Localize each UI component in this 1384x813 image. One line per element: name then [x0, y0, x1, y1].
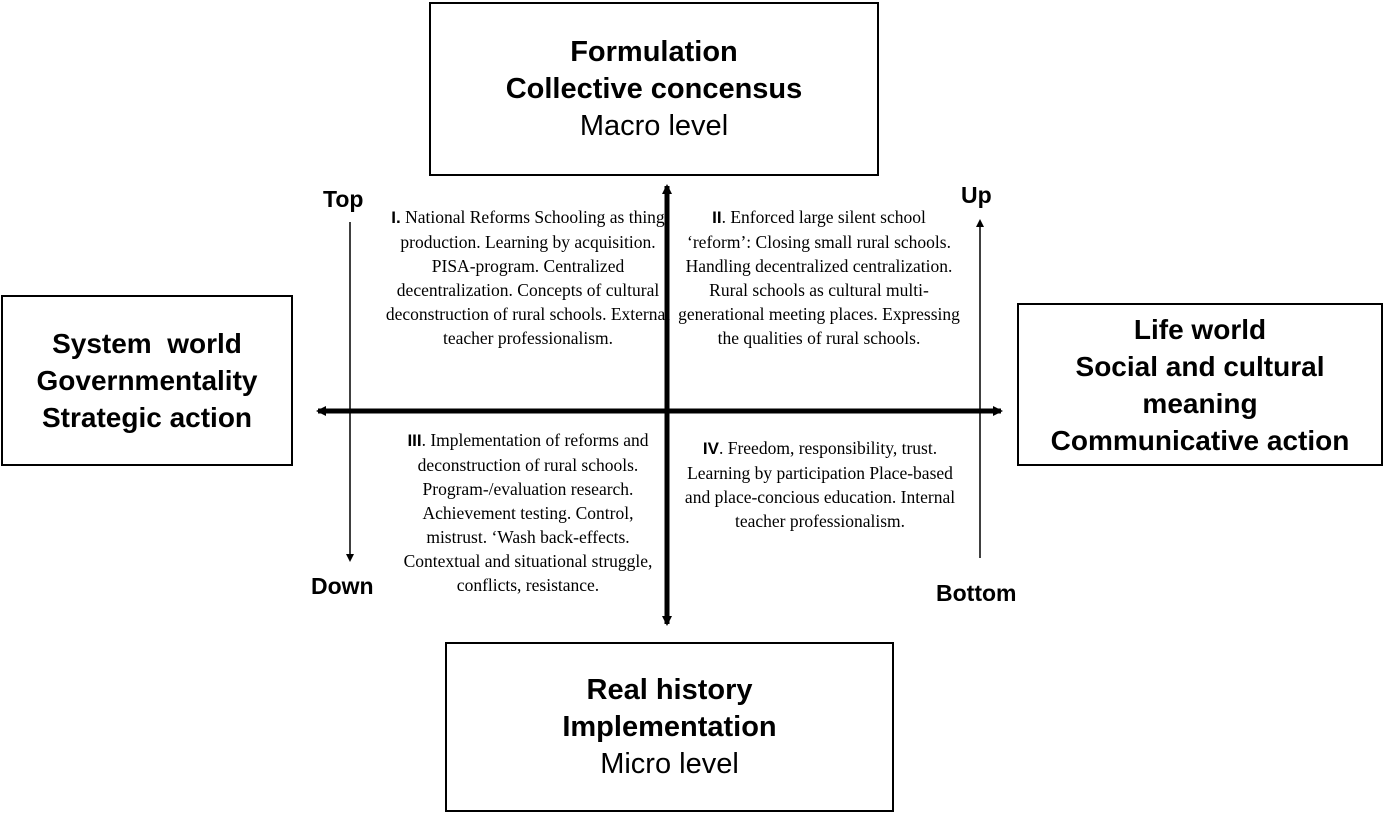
communicative-action-title: Communicative action [1050, 424, 1350, 456]
micro-level-label: Micro level [600, 747, 739, 780]
collective-consensus-title: Collective concensus [505, 72, 803, 105]
axis-label-top: Top [323, 186, 364, 212]
life-world-title: Life world [1133, 313, 1267, 345]
quadrant-1-text: I. National Reforms Schooling as thing p… [383, 205, 673, 350]
quadrant-3-number: III [407, 431, 422, 450]
quadrant-3-text: III. Implementation of reforms and decon… [392, 428, 664, 597]
quadrant-2-text: II. Enforced large silent school ‘reform… [678, 205, 960, 350]
real-history-box: Real history Implementation Micro level [445, 642, 894, 812]
system-world-title: System world [52, 328, 242, 359]
quadrant-4-text: IV. Freedom, responsibility, trust. Lear… [680, 436, 960, 533]
quadrant-3-body: . Implementation of reforms and deconstr… [403, 430, 653, 595]
axis-label-down: Down [311, 573, 374, 599]
meaning-title: meaning [1142, 387, 1258, 419]
axis-label-bottom: Bottom [936, 580, 1017, 606]
governmentality-title: Governmentality [36, 365, 258, 396]
strategic-action-title: Strategic action [41, 402, 253, 433]
formulation-title: Formulation [570, 35, 738, 68]
macro-level-label: Macro level [579, 109, 729, 142]
social-cultural-title: Social and cultural [1075, 350, 1325, 382]
quadrant-1-number: I. [391, 208, 401, 227]
formulation-box: Formulation Collective concensus Macro l… [429, 2, 879, 176]
quadrant-4-number: IV [702, 439, 719, 458]
quadrant-2-number: II [712, 208, 722, 227]
quadrant-1-body: National Reforms Schooling as thing prod… [385, 207, 671, 348]
life-world-box: Life world Social and cultural meaning C… [1017, 303, 1383, 466]
implementation-title: Implementation [562, 710, 777, 743]
system-world-box: System world Governmentality Strategic a… [1, 295, 293, 466]
quadrant-4-body: . Freedom, responsibility, trust. Learni… [684, 438, 956, 531]
real-history-title: Real history [586, 673, 753, 706]
quadrant-2-body: . Enforced large silent school ‘reform’:… [678, 207, 960, 348]
axis-label-up: Up [961, 182, 992, 208]
